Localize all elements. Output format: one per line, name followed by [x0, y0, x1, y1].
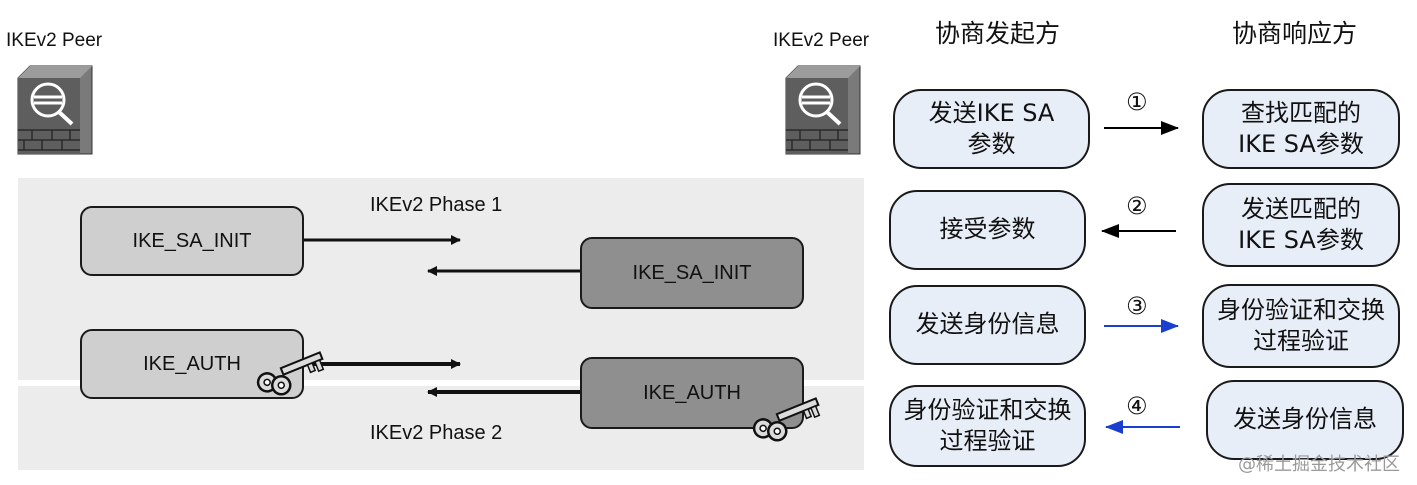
phase-separator	[18, 380, 864, 386]
left-arrows-layer	[256, 235, 821, 442]
firewall-icon	[785, 65, 861, 155]
step4-number: ④	[1126, 392, 1148, 420]
responder-ike-auth-box: IKE_AUTH	[580, 357, 804, 429]
right-arrows-layer	[1101, 121, 1180, 434]
step3-responder-box: 身份验证和交换 过程验证	[1202, 284, 1400, 368]
step1-number: ①	[1126, 88, 1148, 116]
initiator-header: 协商发起方	[935, 19, 1061, 48]
step4-initiator-box: 身份验证和交换 过程验证	[889, 385, 1086, 467]
step1-responder-box: 查找匹配的 IKE SA参数	[1202, 89, 1400, 169]
step3-initiator-box: 发送身份信息	[889, 285, 1086, 365]
step2-number: ②	[1126, 192, 1148, 220]
step3-number: ③	[1126, 292, 1148, 320]
key-icon	[256, 351, 325, 396]
responder-ike-sa-init-box: IKE_SA_INIT	[580, 237, 804, 309]
key-icon	[752, 397, 821, 442]
initiator-ike-sa-init-box: IKE_SA_INIT	[80, 206, 304, 276]
step1-initiator-box: 发送IKE SA 参数	[893, 89, 1090, 169]
peer-left-label: IKEv2 Peer	[6, 30, 103, 51]
step4-responder-box: 发送身份信息	[1206, 380, 1404, 460]
firewall-icon	[17, 65, 93, 155]
phase1-label: IKEv2 Phase 1	[370, 194, 503, 216]
phase2-label: IKEv2 Phase 2	[370, 422, 503, 444]
step2-responder-box: 发送匹配的 IKE SA参数	[1202, 183, 1400, 267]
step2-initiator-box: 接受参数	[889, 190, 1086, 270]
watermark: @稀土掘金技术社区	[1238, 454, 1400, 475]
responder-header: 协商响应方	[1232, 19, 1358, 48]
peer-right-label: IKEv2 Peer	[773, 30, 870, 51]
